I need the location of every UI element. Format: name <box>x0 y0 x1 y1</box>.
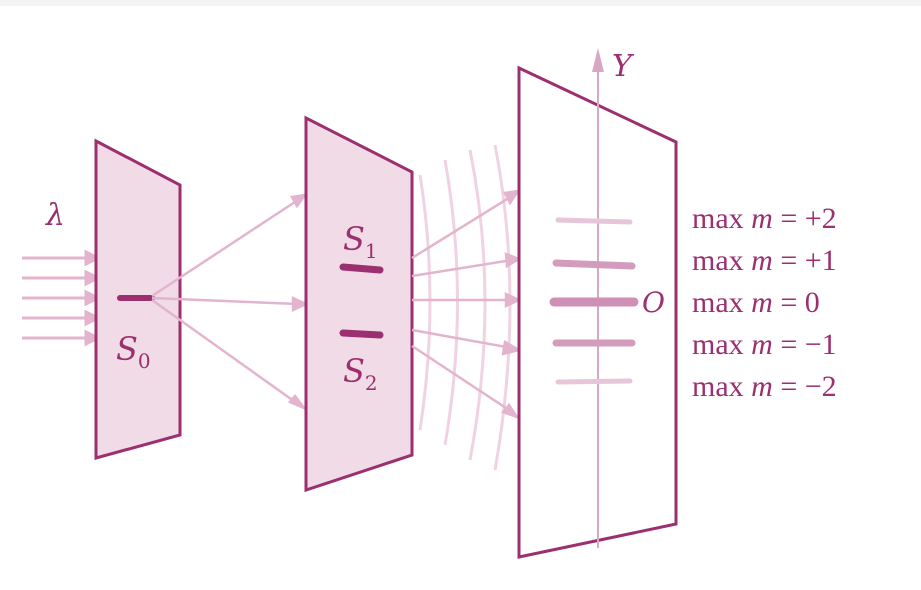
wavefront-arcs <box>418 144 512 471</box>
y-axis-arrowhead <box>592 48 604 72</box>
s2-label: S2 <box>343 352 378 395</box>
fringe-m-plus-1 <box>552 259 636 270</box>
max-label-m-plus-1: max m = +1 <box>692 244 837 277</box>
max-label-m-plus-2: max m = +2 <box>692 202 837 235</box>
max-label-m-0: max m = 0 <box>692 286 820 319</box>
incident-light-rays <box>22 249 102 347</box>
maxima-labels: max m = +2 max m = +1 max m = 0 max m = … <box>692 202 837 403</box>
rays-s0-to-slits <box>151 193 309 411</box>
origin-label: O <box>642 286 665 319</box>
rays-slits-to-screen <box>411 189 523 420</box>
fringe-m-minus-2 <box>555 378 633 385</box>
fringe-m-plus-2 <box>555 217 633 225</box>
slit-s2 <box>339 329 384 339</box>
interference-fringes <box>549 217 639 385</box>
top-border-band <box>0 0 921 6</box>
double-slit-plate <box>304 115 414 493</box>
s1-label: S1 <box>343 220 378 263</box>
max-label-m-minus-1: max m = −1 <box>692 328 837 361</box>
max-label-m-minus-2: max m = −2 <box>692 370 837 403</box>
s0-label: S0 <box>116 330 151 373</box>
wavelength-label: λ <box>45 198 65 233</box>
y-axis-label: Y <box>612 49 635 84</box>
slit-s1 <box>339 263 384 274</box>
